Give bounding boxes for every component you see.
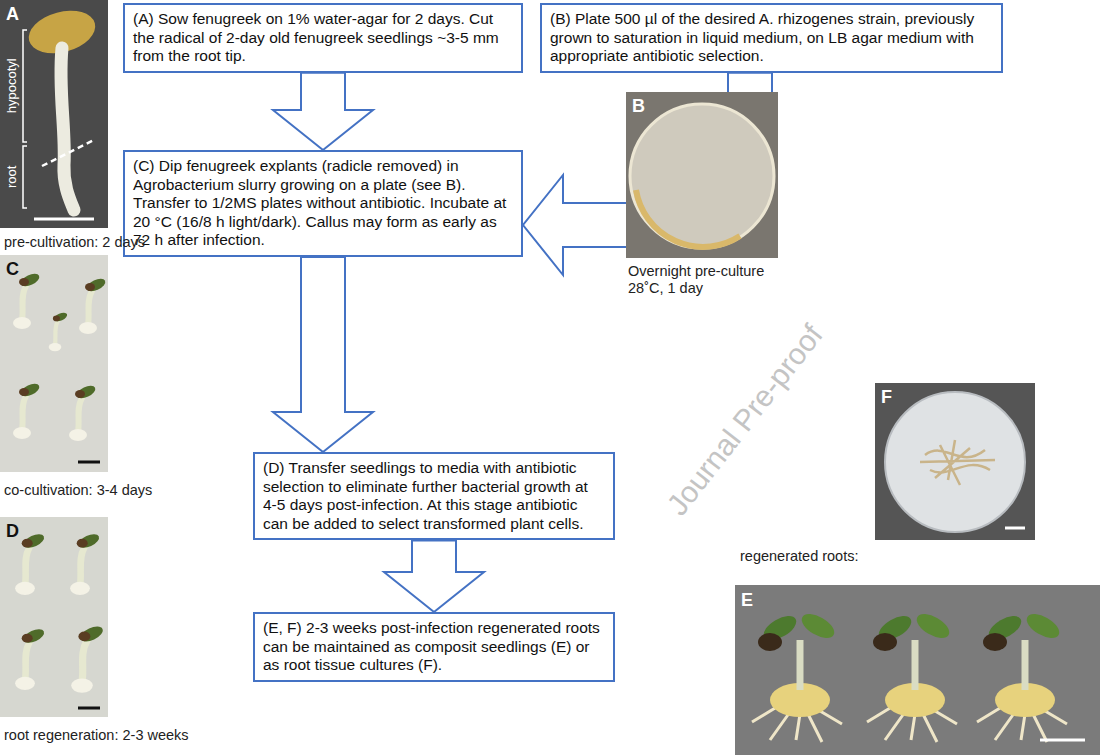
process-box: (C) Dip fenugreek explants (radicle remo… [123,150,523,257]
panel-letter: A [6,4,19,26]
stage-label: Overnight pre-culture 28˚C, 1 day [628,263,793,298]
watermark: Journal Pre-proof [638,291,851,550]
panel-letter: E [741,590,753,612]
stage-label: pre-cultivation: 2 days [4,234,145,251]
stage-label: regenerated roots: [740,548,859,565]
panel-letter: F [881,387,892,409]
axis-label: root [4,137,20,217]
panel-letter: E [741,590,753,612]
photo-f [875,383,1035,540]
stage-label: root regeneration: 2-3 weeks [4,727,189,744]
stage-label: co-cultivation: 3-4 days [4,482,152,499]
photo-a [0,0,108,228]
panel-letter: B [632,96,645,118]
process-box: (E, F) 2-3 weeks post-infection regenera… [253,612,615,682]
stage-label: root regeneration: 2-3 weeks [4,727,189,744]
process-box: (B) Plate 500 µl of the desired A. rhizo… [540,3,1003,73]
axis-label: hypocotyl [4,36,20,136]
panel-letter: C [6,259,19,281]
panel-letter: A [6,4,19,26]
block-arrow [523,73,772,275]
panel-letter: C [6,259,19,281]
stage-label: Overnight pre-culture 28˚C, 1 day [628,263,793,298]
watermark: Journal Pre-proof [638,291,851,550]
step-text: (E, F) 2-3 weeks post-infection regenera… [263,619,605,675]
stage-label: regenerated roots: [740,548,859,565]
panel-letter: F [881,387,892,409]
step-text: (B) Plate 500 µl of the desired A. rhizo… [550,10,993,66]
step-text: (D) Transfer seedlings to media with ant… [263,459,605,533]
photo-b [626,92,778,258]
block-arrow [384,540,484,612]
panel-letter: D [6,521,19,543]
step-text: (A) Sow fenugreek on 1% water-agar for 2… [133,10,513,66]
stage-label: co-cultivation: 3-4 days [4,482,152,499]
process-box: (A) Sow fenugreek on 1% water-agar for 2… [123,3,523,73]
stage-label: pre-cultivation: 2 days [4,234,145,251]
photo-e [735,585,1100,755]
axis-label: hypocotyl [4,36,20,136]
step-text: (C) Dip fenugreek explants (radicle remo… [133,157,513,250]
panel-letter: B [632,96,645,118]
photo-d [0,517,108,717]
block-arrow [273,73,373,150]
axis-label: root [4,137,20,217]
panel-letter: D [6,521,19,543]
block-arrow [273,257,373,452]
process-box: (D) Transfer seedlings to media with ant… [253,452,615,540]
photo-c [0,255,108,472]
